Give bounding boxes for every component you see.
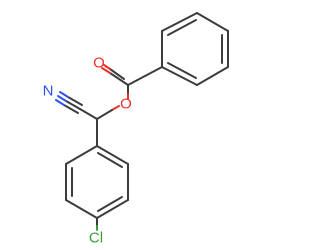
double-bond-inner xyxy=(97,152,123,168)
bond-nitrile-1 xyxy=(65,100,81,110)
bond xyxy=(161,12,198,32)
bond-nitrile-2 xyxy=(67,96,83,106)
bond-nitrile-3 xyxy=(63,104,79,114)
bond-carbonyl-second xyxy=(109,68,125,80)
bond-carbonyl xyxy=(109,72,129,86)
bond-carbonyl-o-second xyxy=(103,64,111,70)
bond xyxy=(196,12,229,32)
bond-ch-cn xyxy=(79,108,98,120)
bond xyxy=(96,199,129,219)
double-bond-inner xyxy=(167,62,197,79)
bond-nitrile-n-1 xyxy=(57,95,67,102)
double-bond-inner xyxy=(167,19,197,36)
bond-nitrile-n-2 xyxy=(59,91,69,98)
bond-carbonyl-o xyxy=(101,67,111,74)
double-bond-inner xyxy=(97,196,123,212)
ester-oxygen-label: O xyxy=(120,96,132,113)
bond xyxy=(96,145,129,165)
nitrile-nitrogen-label: N xyxy=(43,83,54,100)
bond xyxy=(196,66,229,86)
bond xyxy=(65,145,98,165)
chlorophenyl-ring xyxy=(65,145,129,219)
bond-nitrile-n-3 xyxy=(55,99,65,106)
structure-diagram: O O N Cl xyxy=(43,12,229,247)
benzoyl-ring xyxy=(161,12,229,86)
bond-o-ch xyxy=(96,109,113,120)
bond xyxy=(161,66,198,86)
chlorine-label: Cl xyxy=(89,230,103,247)
bond-o-ch-red xyxy=(111,105,120,111)
carbonyl-oxygen-label: O xyxy=(93,55,105,72)
bond xyxy=(65,199,98,219)
bond-carbonyl-ring xyxy=(127,66,163,86)
